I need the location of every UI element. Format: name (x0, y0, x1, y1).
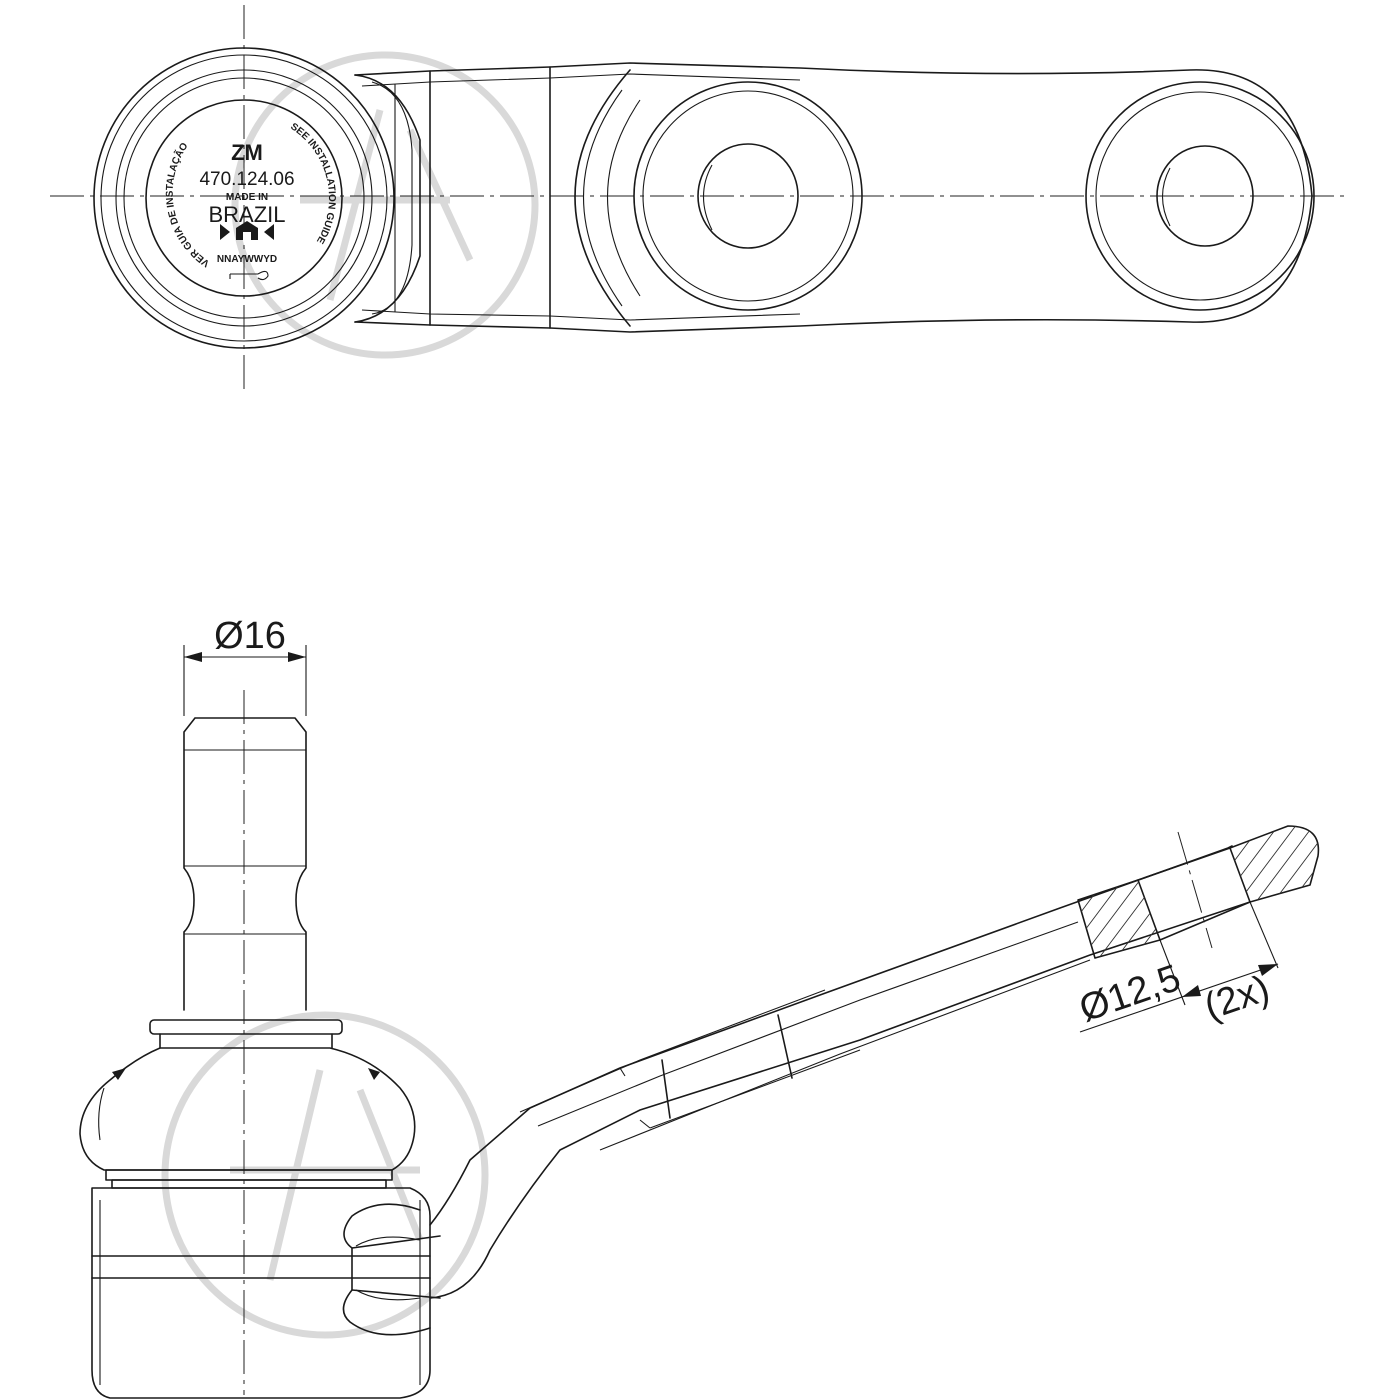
ball-joint-housing (93, 47, 395, 349)
hole-quantity-label: (2x) (1199, 967, 1275, 1028)
date-code-label: NNAYWWYD (217, 254, 277, 265)
side-view: Ø16 (79, 615, 1320, 1399)
watermark-logo-icon (161, 1011, 489, 1339)
hole-diameter-label: Ø12,5 (1074, 957, 1186, 1030)
part-number-label: 470.124.06 (199, 169, 294, 190)
dimension-line-hole (1079, 963, 1279, 1033)
arm-shaft (429, 845, 1233, 1226)
brand-label: ZM (231, 140, 263, 165)
bushing-eye-left (633, 81, 863, 311)
wrench-icon (229, 270, 269, 281)
arc-text-left: VER GUIA DE INSTALAÇÃO (165, 141, 212, 269)
arm-body-outline (354, 62, 1313, 333)
bushing-eye-right (1085, 81, 1315, 311)
hatch-section-b (1230, 826, 1319, 902)
arc-text-right: SEE INSTALLATION GUIDE (288, 121, 337, 245)
watermark-logo-icon (231, 51, 539, 359)
house-symbol-icon (220, 221, 274, 240)
ball-joint-housing-side (91, 1187, 431, 1399)
stud-diameter-label: Ø16 (214, 615, 286, 657)
bushing-hole-right (1156, 145, 1254, 247)
bushing-hole-left (697, 143, 799, 249)
made-in-label: MADE IN (226, 192, 268, 203)
threaded-stud (183, 717, 307, 1011)
stud-washer (149, 1019, 343, 1035)
top-view: ZM 470.124.06 MADE IN BRAZIL NNAYWWYD VE… (50, 5, 1350, 395)
hole-centerline (1177, 831, 1213, 949)
